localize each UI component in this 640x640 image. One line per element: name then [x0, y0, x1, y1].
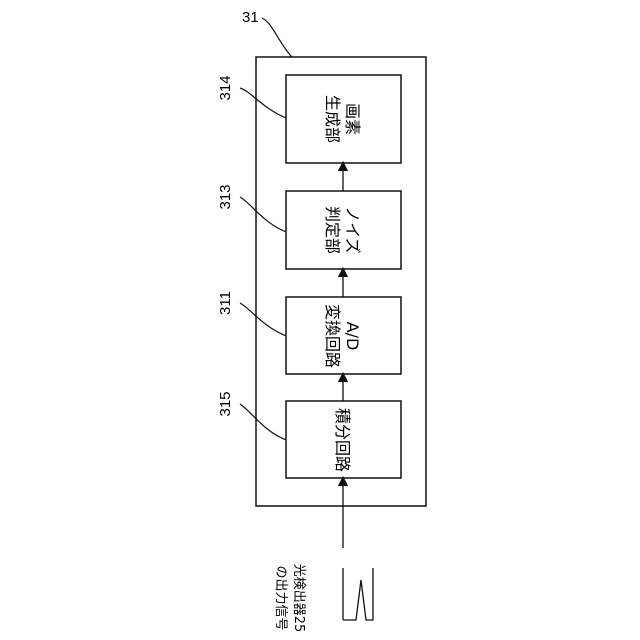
- ref-311: 311: [217, 291, 234, 315]
- leader-315: [240, 404, 286, 440]
- ref-315: 315: [217, 391, 234, 416]
- block-ad-converter-line2: 変換回路: [323, 304, 342, 368]
- leader-31: [262, 18, 292, 57]
- block-pixel-generator-line2: 生成部: [323, 95, 342, 143]
- leader-311: [240, 303, 286, 336]
- block-noise-judge-line2: 判定部: [323, 206, 342, 254]
- ref-31: 31: [242, 9, 259, 26]
- leader-313: [240, 197, 286, 232]
- leader-314: [240, 88, 286, 118]
- input-signal-label-line2: の出力信号: [273, 565, 288, 630]
- signal-waveform: [343, 568, 373, 620]
- block-integrator-line1: 積分回路: [333, 408, 352, 472]
- block-pixel-generator-line1: 画素: [343, 103, 362, 135]
- block-noise-judge-line1: ノイズ: [343, 206, 362, 254]
- input-signal-label-line1: 光検出器25: [291, 564, 306, 633]
- block-ad-converter-line1: A/D: [343, 322, 362, 351]
- ref-313: 313: [217, 184, 234, 209]
- ref-314: 314: [217, 75, 234, 100]
